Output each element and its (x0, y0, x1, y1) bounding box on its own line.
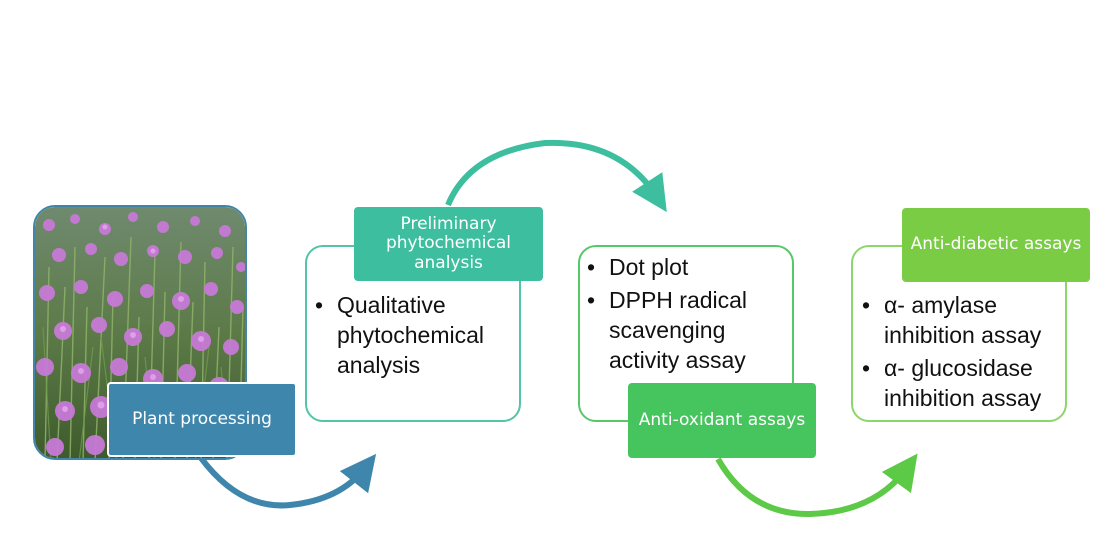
anti-diabetic-assays-label: Anti-diabetic assays (902, 208, 1090, 282)
anti-oxidant-assays-label: Anti-oxidant assays (628, 383, 816, 458)
anti-diabetic-item: α- glucosidase inhibition assay (860, 353, 1065, 413)
arrow-preliminary-to-antioxidant (445, 139, 667, 213)
anti-diabetic-items: α- amylase inhibition assay α- glucosida… (860, 290, 1065, 413)
anti-oxidant-items: Dot plot DPPH radical scavenging activit… (585, 252, 790, 375)
preliminary-analysis-label: Preliminary phytochemical analysis (354, 207, 543, 281)
anti-oxidant-item: DPPH radical scavenging activity assay (585, 285, 790, 375)
arrow-antioxidant-to-antidiabetic (715, 453, 918, 518)
anti-diabetic-item: α- amylase inhibition assay (860, 290, 1065, 350)
arrow-plant-to-preliminary (198, 453, 377, 509)
anti-oxidant-item: Dot plot (585, 252, 790, 282)
plant-processing-label: Plant processing (107, 382, 297, 457)
preliminary-items: Qualitative phytochemical analysis (313, 290, 513, 380)
preliminary-item: Qualitative phytochemical analysis (313, 290, 513, 380)
